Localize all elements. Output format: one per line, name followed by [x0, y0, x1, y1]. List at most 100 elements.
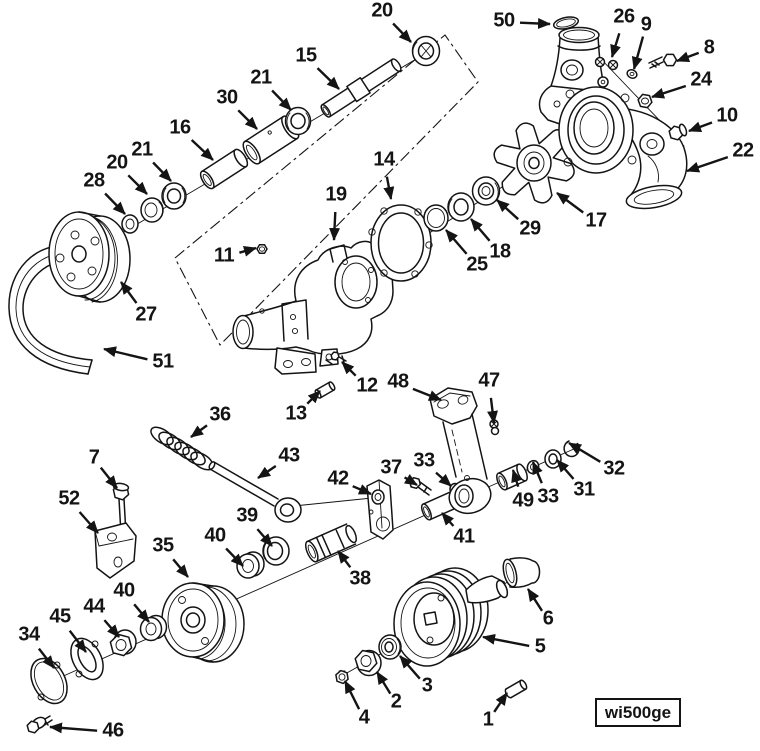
leader-arrow-22 [686, 155, 729, 173]
leader-arrow-35 [172, 558, 189, 578]
leader-arrow-31 [556, 459, 575, 480]
part-2-nut [354, 649, 382, 677]
leader-arrow-43 [257, 465, 277, 479]
callout-43: 43 [278, 444, 300, 467]
leader-arrow-20 [392, 22, 412, 43]
leader-arrow-33 [531, 461, 543, 484]
part-16-sleeve [199, 148, 249, 190]
leader-arrow-6 [526, 588, 544, 612]
part-40-bearing-lower [139, 614, 168, 642]
leader-arrow-1 [493, 692, 508, 713]
leader-arrow-2 [375, 671, 392, 695]
leader-arrow-11 [239, 245, 257, 257]
part-52-bracket [94, 522, 137, 579]
leader-arrow-34 [37, 647, 55, 669]
callout-30: 30 [216, 86, 238, 109]
leader-arrow-8 [676, 51, 700, 63]
leader-arrow-50 [519, 17, 551, 29]
callout-40: 40 [204, 524, 226, 547]
callout-33: 33 [413, 449, 435, 472]
callout-31: 31 [573, 478, 595, 501]
part-43-rod [208, 461, 302, 523]
figure-code-box: wi500ge [595, 698, 681, 727]
part-10-fitting [668, 123, 688, 141]
leader-arrow-13 [306, 390, 321, 405]
callout-1: 1 [482, 708, 494, 731]
callout-40: 40 [113, 579, 135, 602]
part-21-bearing [161, 182, 187, 210]
callout-44: 44 [83, 595, 105, 618]
callout-11: 11 [213, 244, 235, 267]
part-20-bearing-top [411, 35, 441, 67]
callout-16: 16 [169, 116, 191, 139]
leader-arrow-12 [341, 361, 357, 377]
leader-arrow-46 [49, 722, 98, 734]
part-11-nut [256, 243, 268, 255]
phantom-outline-box [174, 34, 479, 346]
callout-45: 45 [49, 605, 71, 628]
part-19-pump-body [232, 240, 394, 375]
callout-25: 25 [466, 253, 488, 276]
part-9-washer [626, 69, 638, 79]
callout-12: 12 [356, 374, 378, 397]
callout-22: 22 [732, 139, 754, 162]
callout-52: 52 [58, 487, 80, 510]
leader-arrow-26 [610, 32, 621, 58]
leader-arrow-21 [271, 89, 292, 111]
part-20-seal [140, 197, 164, 223]
leader-arrow-40 [133, 603, 150, 623]
callout-24: 24 [690, 68, 712, 91]
part-14-gasket [368, 204, 433, 282]
leader-arrow-19 [329, 211, 341, 241]
callout-50: 50 [493, 9, 515, 32]
leader-arrow-18 [470, 218, 491, 242]
part-15-shaft [320, 58, 402, 118]
callout-8: 8 [703, 36, 715, 59]
callout-7: 7 [88, 446, 100, 469]
callout-13: 13 [285, 402, 307, 425]
leader-arrow-24 [651, 84, 687, 99]
part-25-ring [423, 204, 449, 232]
part-28-ring [121, 214, 139, 234]
callout-17: 17 [585, 209, 607, 232]
callout-35: 35 [152, 534, 174, 557]
leader-arrow-32 [568, 441, 601, 463]
leader-arrow-41 [441, 512, 455, 527]
leader-arrow-38 [337, 550, 352, 569]
leader-arrow-39 [256, 528, 273, 547]
part-18-seal [447, 192, 475, 222]
callout-48: 48 [387, 370, 409, 393]
part-42-bracket [366, 479, 394, 540]
callout-41: 41 [453, 525, 475, 548]
leader-arrow-30 [237, 109, 258, 130]
leader-arrow-14 [383, 176, 395, 200]
leader-arrow-42 [352, 484, 372, 496]
callout-6: 6 [542, 607, 554, 630]
leader-arrow-48 [412, 387, 442, 402]
leader-arrow-7 [99, 466, 118, 489]
part-12-bolt [325, 351, 347, 365]
leader-arrow-40 [225, 547, 244, 567]
callout-3: 3 [421, 674, 433, 697]
part-22-housing-group [538, 16, 688, 210]
callout-42: 42 [327, 467, 349, 490]
callout-46: 46 [102, 719, 124, 742]
part-24-plug [637, 93, 653, 109]
leader-arrow-49 [511, 469, 522, 488]
callout-26: 26 [613, 5, 635, 28]
part-46-bolt [26, 715, 53, 734]
callout-2: 2 [390, 690, 402, 713]
callout-20: 20 [371, 0, 393, 22]
part-21-bearing-upper [284, 106, 312, 136]
leader-arrow-29 [496, 199, 520, 221]
callout-39: 39 [236, 504, 258, 527]
leader-arrow-44 [103, 619, 120, 638]
leader-arrow-3 [399, 655, 421, 680]
figure-code: wi500ge [604, 702, 672, 722]
callout-38: 38 [349, 567, 371, 590]
callout-19: 19 [325, 183, 347, 206]
leader-arrow-36 [190, 424, 208, 438]
callout-29: 29 [519, 217, 541, 240]
part-27-pulley [48, 211, 131, 303]
part-3-washer [378, 634, 402, 660]
